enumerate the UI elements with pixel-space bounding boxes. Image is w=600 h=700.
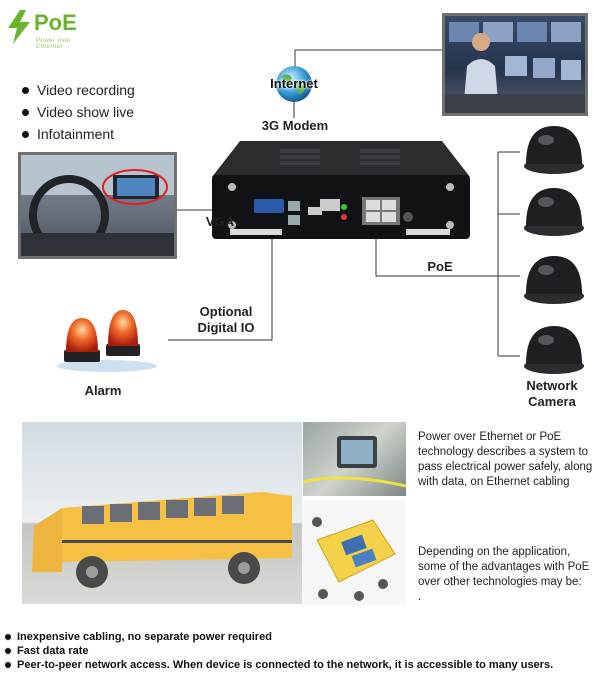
bullet-icon — [4, 633, 12, 641]
bullet-icon — [4, 661, 12, 669]
dome-camera-icon — [524, 326, 584, 374]
feature-list: Video recording Video show live Infotain… — [22, 79, 135, 145]
control-room-photo — [442, 13, 588, 116]
vga-label: VGA — [205, 214, 235, 229]
internet-label: Internet — [270, 76, 318, 91]
logo-text: PoE — [34, 10, 77, 35]
advantage-item: Fast data rate — [4, 644, 600, 658]
school-bus-photo — [22, 422, 302, 604]
advantages-list: Inexpensive cabling, no separate power r… — [4, 630, 600, 672]
alarm-label: Alarm — [84, 383, 122, 398]
bullet-icon — [22, 86, 29, 94]
poe-logo: PoE Power over Ethernet — [6, 8, 96, 50]
digital-io-label: Optional Digital IO — [197, 304, 255, 335]
bus-dashboard-photo — [18, 152, 177, 259]
logo-tagline: Power over Ethernet — [36, 38, 72, 50]
advantage-item: Inexpensive cabling, no separate power r… — [4, 630, 600, 644]
lightning-icon — [8, 10, 30, 44]
bullet-icon — [4, 647, 12, 655]
poe-advantages-intro: Depending on the application, some of th… — [418, 546, 590, 603]
globe-icon — [276, 66, 312, 102]
poe-link-line — [375, 232, 498, 277]
poe-label: PoE — [427, 259, 453, 274]
advantage-item: Peer-to-peer network access. When device… — [4, 658, 600, 672]
camera-group — [520, 120, 590, 380]
dome-camera-icon — [524, 256, 584, 304]
dome-camera-icon — [524, 126, 584, 174]
alarm-light-icon — [57, 310, 157, 372]
feature-item: Infotainment — [22, 123, 135, 145]
internet-link-line — [294, 49, 442, 68]
modem-label: 3G Modem — [261, 118, 329, 133]
feature-item: Video recording — [22, 79, 135, 101]
camera-label: Network Camera — [526, 378, 578, 409]
feature-item: Video show live — [22, 101, 135, 123]
interior-monitor-photo — [303, 422, 406, 496]
dome-camera-icon — [524, 188, 584, 236]
bullet-icon — [22, 108, 29, 116]
digital-io-line — [168, 232, 273, 341]
mobile-dvr-device — [210, 137, 472, 241]
poe-description: Power over Ethernet or PoE technology de… — [418, 431, 593, 488]
camera-kit-image — [303, 500, 406, 606]
bullet-icon — [22, 130, 29, 138]
